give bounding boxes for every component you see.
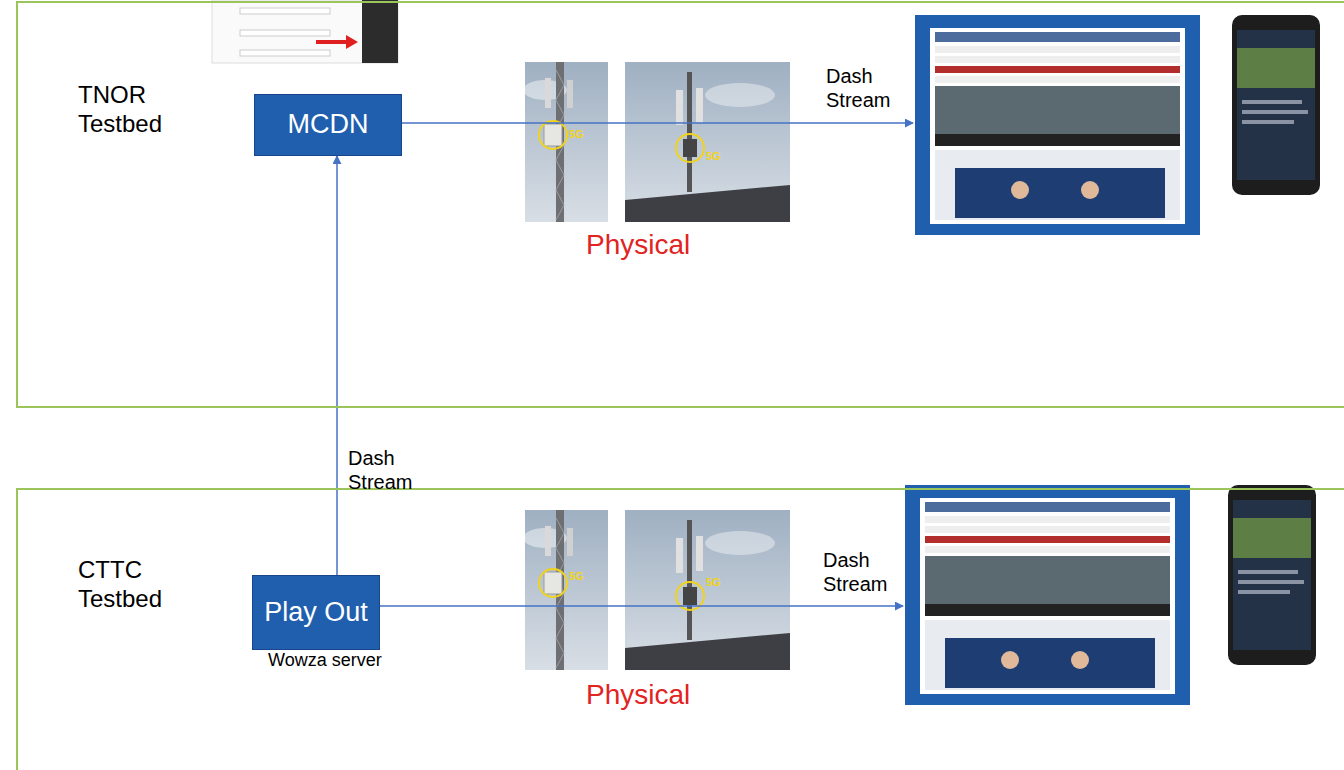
side-menu xyxy=(362,0,398,63)
box-label: MCDN xyxy=(288,109,369,140)
input-field xyxy=(240,8,330,14)
stream-connector xyxy=(336,156,338,575)
stream-arrow xyxy=(401,122,913,124)
input-field xyxy=(240,30,330,36)
phone xyxy=(1228,485,1316,665)
edge-label: Dash Stream xyxy=(348,446,428,494)
layer-label: Physical xyxy=(586,228,726,262)
server-label: Wowza server xyxy=(268,650,418,672)
tv-screen xyxy=(905,485,1190,705)
tower-photos xyxy=(523,510,790,670)
input-field xyxy=(240,50,330,56)
testbed-panel: TNOR Testbed MCDN xyxy=(16,1,1344,408)
settings-screenshot xyxy=(212,0,398,63)
process-box: MCDN xyxy=(254,94,402,156)
band-tag: 5G xyxy=(706,576,736,589)
band-tag: 5G xyxy=(569,570,599,583)
band-tag: 5G xyxy=(569,128,599,141)
process-box: Play Out xyxy=(252,575,380,650)
layer-label: Physical xyxy=(586,678,726,712)
stream-label: Dash Stream xyxy=(826,64,906,112)
stream-label: Dash Stream xyxy=(823,548,903,596)
testbed-panel: CTTC TestbedPlay Out xyxy=(16,488,1344,770)
phone xyxy=(1232,15,1320,195)
stream-arrow xyxy=(369,605,903,607)
pointer-arrow xyxy=(316,40,348,44)
tower-photos xyxy=(523,62,790,222)
band-tag: 5G xyxy=(706,150,736,163)
panel-title: CTTC Testbed xyxy=(78,556,188,614)
box-label: Play Out xyxy=(264,597,368,628)
pointer-arrow xyxy=(346,35,358,49)
tv-screen xyxy=(915,15,1200,235)
panel-title: TNOR Testbed xyxy=(78,81,188,139)
